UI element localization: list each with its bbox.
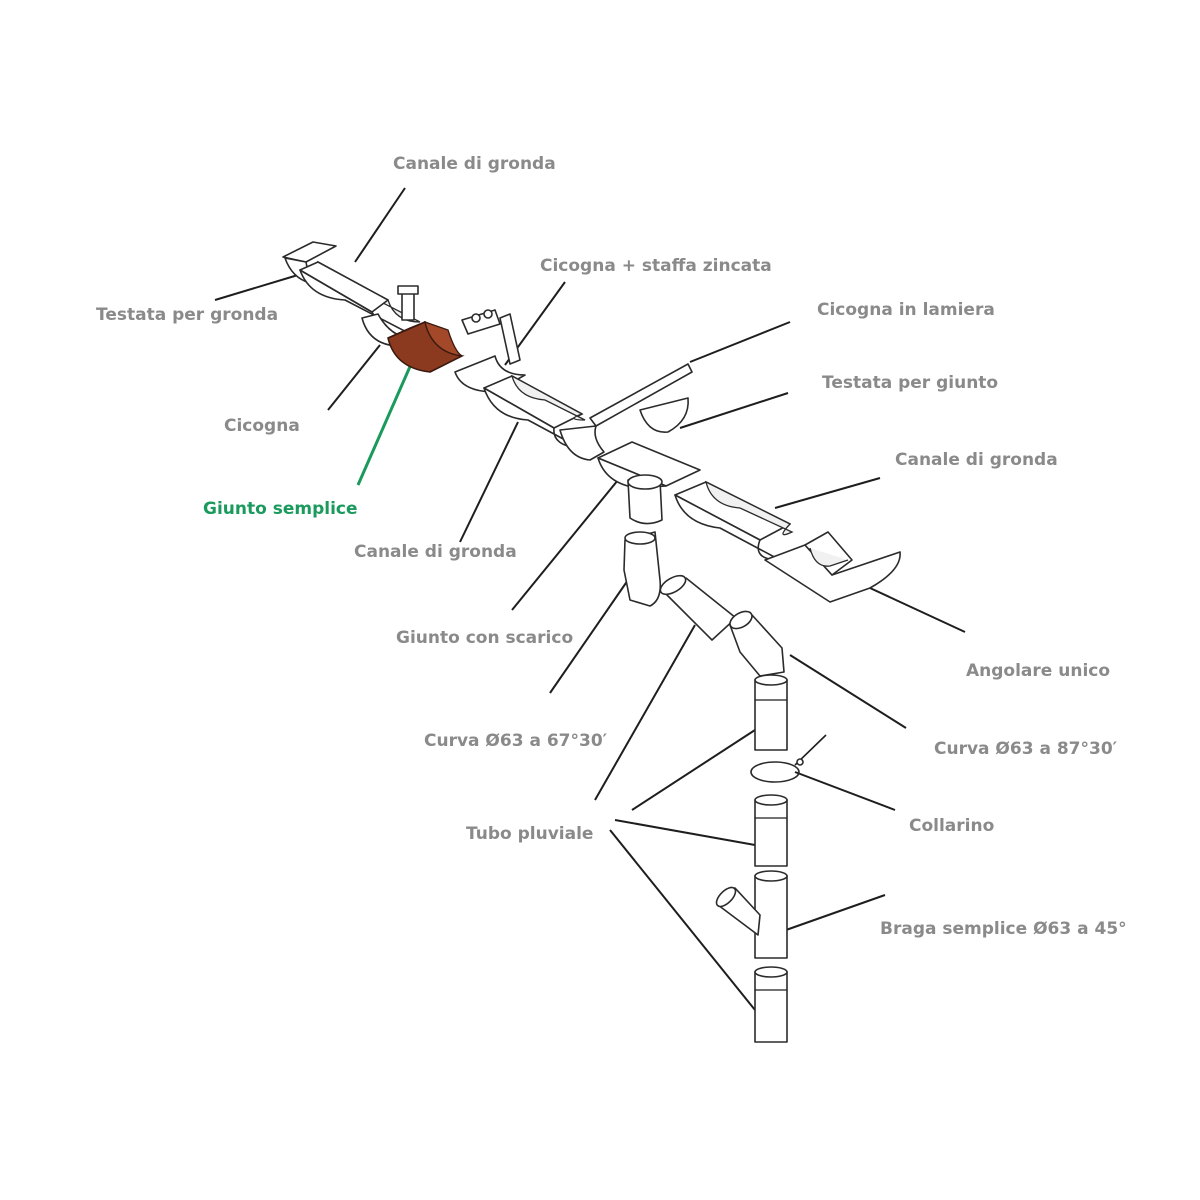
part-angolare (764, 531, 901, 603)
part-tubo-vertical-2 (754, 794, 788, 867)
leader-tubo-a (594, 624, 696, 801)
part-tubo-diagonal (659, 574, 737, 641)
part-tubo-vertical-3 (754, 966, 788, 1043)
part-canale-right (674, 480, 794, 561)
part-curva-87 (729, 610, 785, 677)
part-giunto-scarico (597, 441, 701, 525)
leader-canale-right (774, 477, 881, 509)
leader-collarino (794, 771, 896, 811)
label-angolare: Angolare unico (966, 661, 1111, 681)
label-cicogna: Cicogna (224, 416, 300, 436)
part-braga (715, 870, 788, 959)
leader-braga (785, 894, 886, 931)
label-canale-top: Canale di gronda (393, 154, 556, 174)
leader-curva-67 (549, 579, 629, 694)
label-canale-mid: Canale di gronda (354, 542, 517, 562)
label-testata-gronda: Testata per gronda (96, 305, 279, 325)
leader-tubo-d (609, 829, 756, 1011)
leader-angolare (869, 587, 966, 633)
label-collarino: Collarino (909, 816, 995, 836)
leader-cicogna (327, 344, 381, 411)
label-cicogna-lamiera: Cicogna in lamiera (817, 300, 995, 320)
part-giunto-semplice (387, 320, 465, 373)
label-tubo: Tubo pluviale (466, 824, 594, 844)
leader-giunto-semplice (356, 361, 414, 486)
part-testata-giunto (639, 397, 689, 433)
leader-tubo-b (631, 729, 756, 811)
part-tubo-vertical-1 (754, 674, 788, 751)
label-giunto-scarico: Giunto con scarico (396, 628, 574, 648)
label-braga: Braga semplice Ø63 a 45° (880, 919, 1127, 939)
leader-giunto-scarico (511, 479, 619, 611)
leader-curva-87 (789, 654, 907, 729)
label-canale-right: Canale di gronda (895, 450, 1058, 470)
leader-tubo-c (614, 819, 756, 846)
part-collarino (750, 734, 827, 783)
label-testata-giunto: Testata per giunto (822, 373, 999, 393)
leader-cicogna-lamiera (689, 321, 791, 363)
label-cicogna-staffa: Cicogna + staffa zincata (540, 256, 772, 276)
leader-lines (214, 187, 966, 1011)
part-cicogna-lamiera (559, 363, 693, 461)
leader-canale-top (354, 187, 406, 263)
label-giunto-semplice: Giunto semplice (203, 499, 358, 519)
part-curva-67 (623, 531, 662, 607)
leader-testata-giunto (679, 392, 789, 429)
label-curva-87: Curva Ø63 a 87°30′ (934, 739, 1118, 759)
leader-testata-gronda (214, 274, 299, 301)
leader-canale-mid (459, 421, 519, 543)
label-curva-67: Curva Ø63 a 67°30′ (424, 731, 608, 751)
